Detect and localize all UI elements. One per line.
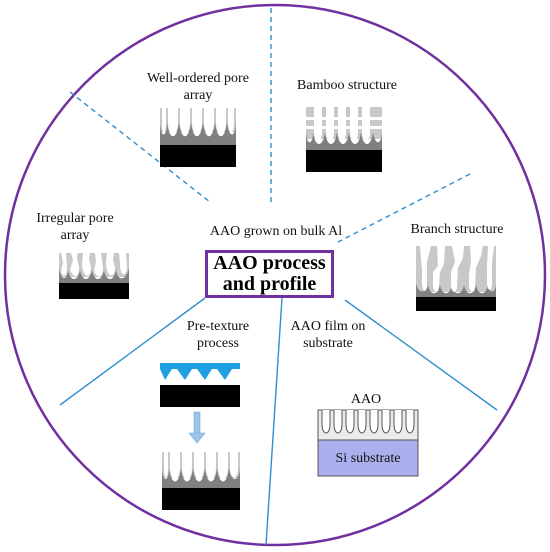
al-metal-layer	[416, 296, 496, 311]
divider-upper-right	[337, 173, 471, 243]
solid-dividers	[59, 297, 498, 546]
barrier-scallops	[162, 466, 240, 488]
si-substrate-block	[317, 439, 419, 477]
label-aao: AAO	[350, 392, 382, 407]
divider-upper-left	[69, 91, 211, 203]
aao-film-on-si-figure	[317, 409, 419, 477]
al-metal-layer	[306, 150, 382, 172]
al-metal-layer	[59, 282, 129, 299]
center-title: AAO process and profile	[213, 252, 326, 295]
irregular-pores	[61, 253, 127, 277]
well-ordered-pore-array-figure	[160, 108, 236, 167]
divider-bottom	[265, 297, 283, 546]
al-metal-layer	[160, 145, 236, 167]
barrier-scallops	[416, 283, 496, 297]
bamboo-pores	[314, 107, 370, 141]
label-pretexture-process: Pre-texture process	[186, 319, 250, 351]
barrier-scallops	[306, 130, 382, 150]
bamboo-structure-figure	[306, 107, 382, 172]
pretexture-stamp-figure	[160, 363, 240, 407]
dashed-dividers	[69, 8, 471, 243]
label-branch-structure: Branch structure	[410, 222, 504, 237]
branch-structure-figure	[416, 246, 496, 311]
pore-channels	[164, 452, 238, 479]
label-bulk-al-group: AAO grown on bulk Al	[209, 224, 343, 239]
label-bamboo-structure: Bamboo structure	[297, 78, 397, 93]
aao-film-pores	[321, 410, 415, 434]
label-si-substrate: Si substrate	[335, 451, 401, 466]
label-well-ordered-pore-array: Well-ordered pore array	[147, 71, 249, 103]
irregular-pore-array-figure	[59, 253, 129, 299]
divider-lower-right	[344, 299, 498, 411]
process-arrow	[188, 411, 206, 444]
branch-pores	[420, 246, 494, 292]
pore-channels	[162, 108, 234, 134]
center-title-box: AAO process and profile	[205, 250, 334, 298]
bamboo-nodes	[306, 117, 382, 129]
texture-stamp	[160, 363, 240, 380]
al-metal-layer	[162, 488, 240, 510]
al-metal-layer	[160, 385, 240, 407]
barrier-scallops	[59, 268, 129, 283]
aao-film-layer	[317, 409, 419, 441]
label-aao-film-on-substrate: AAO film on substrate	[290, 319, 366, 351]
label-irregular-pore-array: Irregular pore array	[36, 211, 114, 243]
divider-lower-left	[59, 297, 206, 406]
barrier-scallops	[160, 120, 236, 145]
alumina-layer	[59, 253, 129, 277]
pretexture-result-figure	[162, 452, 240, 510]
